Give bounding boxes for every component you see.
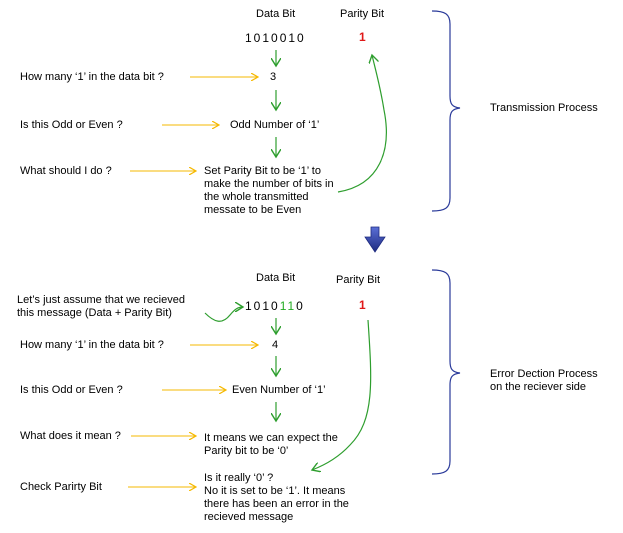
data-bit-header-d: Data Bit <box>256 272 296 284</box>
assume-text-2: this message (Data + Parity Bit) <box>17 307 172 319</box>
question-count-t: How many ‘1’ in the data bit ? <box>20 71 164 83</box>
detection-label-2: on the reciever side <box>490 381 586 393</box>
green-curve-arrow-d <box>312 319 372 470</box>
transmission-label: Transmission Process <box>490 102 598 114</box>
data-bits-t: 1010010 <box>245 31 306 45</box>
answer-count-d: 4 <box>272 339 279 351</box>
answer-check-d-2: No it is set to be ‘1’. It means <box>204 485 346 497</box>
question-odd-even-t: Is this Odd or Even ? <box>20 119 123 131</box>
answer-meaning-d-1: It means we can expect the <box>204 432 338 444</box>
assume-text-1: Let’s just assume that we recieved <box>17 294 185 306</box>
answer-action-t-4: messate to be Even <box>204 204 302 216</box>
answer-check-d-1: Is it really ‘0’ ? <box>204 472 274 484</box>
parity-bit-header-d: Parity Bit <box>336 274 381 286</box>
data-bits-d-part2: 0 <box>296 299 305 313</box>
parity-bit-header-t: Parity Bit <box>340 8 385 20</box>
data-bit-header-t: Data Bit <box>256 8 296 20</box>
answer-action-t-1: Set Parity Bit to be ‘1’ to <box>204 165 321 177</box>
detection-label-1: Error Dection Process <box>490 368 598 380</box>
answer-action-t-3: the whole transmitted <box>204 191 309 203</box>
bracket-transmission <box>431 10 461 212</box>
answer-check-d-3: there has been an error in the <box>204 498 349 510</box>
blue-down-arrow <box>364 226 386 253</box>
bracket-detection <box>431 269 461 475</box>
question-odd-even-d: Is this Odd or Even ? <box>20 384 123 396</box>
question-check-d: Check Parirty Bit <box>20 481 102 493</box>
parity-value-t: 1 <box>359 30 366 44</box>
data-bits-d: 1010110 <box>245 299 305 313</box>
answer-odd-even-d: Even Number of ‘1’ <box>232 384 326 396</box>
green-curve-arrow-t <box>337 55 387 193</box>
data-bits-d-flipped: 11 <box>279 299 297 313</box>
question-count-d: How many ‘1’ in the data bit ? <box>20 339 164 351</box>
answer-count-t: 3 <box>270 71 277 83</box>
answer-odd-even-t: Odd Number of ‘1’ <box>230 119 320 131</box>
answer-check-d-4: recieved message <box>204 511 294 523</box>
question-action-t: What should I do ? <box>20 165 112 177</box>
parity-value-d: 1 <box>359 298 366 312</box>
answer-meaning-d-2: Parity bit to be ‘0’ <box>204 445 289 457</box>
data-bits-d-part1: 1010 <box>245 299 280 313</box>
answer-action-t-2: make the number of bits in <box>204 178 334 190</box>
question-meaning-d: What does it mean ? <box>20 430 121 442</box>
green-squiggle-arrow <box>204 307 243 322</box>
